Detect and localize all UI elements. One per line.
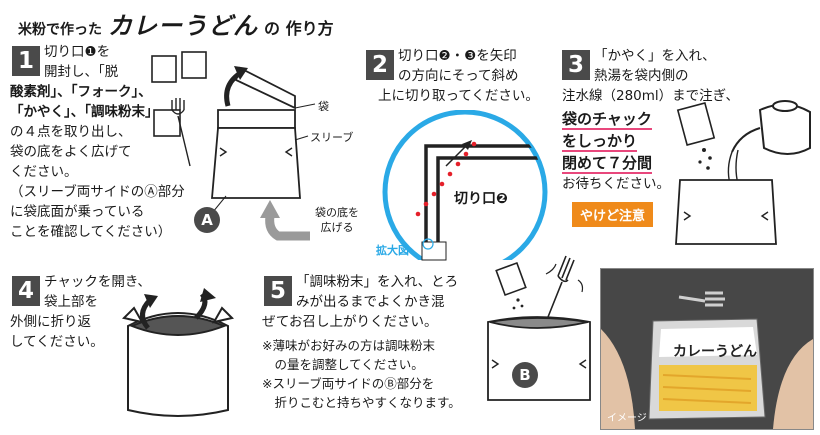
step-3-line: 「かやく」を入れ、 xyxy=(594,48,716,64)
photo-illustration xyxy=(601,269,813,429)
step-2-text: 切り口❷・❸を矢印 の方向にそって斜め xyxy=(398,46,519,86)
kettle-icon xyxy=(731,100,811,155)
step-3-illustration xyxy=(675,100,811,245)
title-prefix: 米粉で作った xyxy=(18,22,102,38)
step-5-line: みが出るまでよくかき混 xyxy=(296,294,445,310)
bag-label: 袋 xyxy=(318,100,329,113)
step-3-line: 熱湯を袋内側の xyxy=(594,68,689,84)
step-1-line: （スリーブ両サイドのⒶ部分 xyxy=(10,184,185,200)
step-1-line: に袋底面が乗っている xyxy=(10,204,145,220)
step-1-line: ください。 xyxy=(10,164,78,180)
marker-b: B xyxy=(512,362,538,388)
step-3-emphasis: 袋のチャック をしっかり 閉めて７分間 xyxy=(562,108,653,174)
step-4-text: チャックを開き、 袋上部を xyxy=(44,272,151,312)
fork-icon xyxy=(678,291,725,307)
step-3-number: 3 xyxy=(562,50,590,80)
emphasis-line: をしっかり xyxy=(562,132,638,152)
step-5-line: 「調味粉末」を入れ、とろ xyxy=(296,274,459,290)
step-4-line: 袋上部を xyxy=(44,294,98,310)
step-2-number: 2 xyxy=(366,50,394,80)
step-4-line: してください。 xyxy=(10,334,104,350)
step-3-line: 注水線（280ml）まで注ぎ、 xyxy=(562,88,739,104)
step-5-line: ぜてお召し上がりください。 xyxy=(262,314,438,330)
step-5-notes: ※薄味がお好みの方は調味粉末 の量を調整してください。 ※スリーブ両サイドのⒷ部… xyxy=(262,336,461,412)
cut-label: 切り口❷ xyxy=(454,191,508,207)
cut-line-dots xyxy=(415,141,477,217)
step-1-text: 切り口❶を 開封し、「脱 xyxy=(44,42,118,82)
fork-icon xyxy=(171,98,191,167)
note-line: の量を調整してください。 xyxy=(262,357,424,372)
step-1-illustration xyxy=(151,51,316,241)
emphasis-line: 閉めて７分間 xyxy=(562,154,653,174)
step-2-line: 上に切り取ってください。 xyxy=(378,88,539,104)
spread-label: 袋の底を 広げる xyxy=(315,206,359,234)
step-4-text-cont: 外側に折り返 してください。 xyxy=(10,312,104,352)
step-3-text: 「かやく」を入れ、 熱湯を袋内側の xyxy=(594,46,716,86)
bag-icon xyxy=(211,66,301,199)
step-5-text: 「調味粉末」を入れ、とろ みが出るまでよくかき混 xyxy=(296,272,458,312)
step-1-line: 「かやく」、「調味粉末」 xyxy=(10,104,159,120)
step-1-number: 1 xyxy=(12,46,40,76)
step-1-line: の４点を取り出し、 xyxy=(10,124,132,140)
folded-bag-icon xyxy=(122,306,234,417)
zoom-label: 拡大図 xyxy=(376,244,409,257)
step-4-line: 外側に折り返 xyxy=(10,314,91,330)
seasoning-packet-icon xyxy=(495,261,527,297)
cut-direction-arrow xyxy=(445,143,469,167)
step-1-text-cont: 酸素剤」、「フォーク」、 「かやく」、「調味粉末」 の４点を取り出し、 袋の底を… xyxy=(10,82,185,242)
emphasis-line: 袋のチャック xyxy=(562,110,652,130)
step-2-line: 切り口❷・❸を矢印 xyxy=(398,48,517,64)
step-3-tail: お待ちください。 xyxy=(562,176,670,192)
burn-warning-badge: やけど注意 xyxy=(572,202,654,227)
step-4-number: 4 xyxy=(12,276,40,306)
step-1-line: ことを確認してください） xyxy=(10,224,172,240)
step-2-text-cont: 上に切り取ってください。 xyxy=(378,86,539,106)
zoom-thumbnail xyxy=(421,238,447,261)
oxygen-absorber-icon xyxy=(151,55,177,83)
title-suffix: の 作り方 xyxy=(264,19,334,38)
sleeve-label: スリーブ xyxy=(310,131,354,144)
bag-icon xyxy=(487,316,591,401)
zoom-circle xyxy=(382,110,548,260)
step-5-illustration xyxy=(487,255,591,401)
step-5-number: 5 xyxy=(264,276,292,306)
step-4-line: チャックを開き、 xyxy=(44,274,151,290)
fork-icon xyxy=(545,255,575,323)
step-2-line: の方向にそって斜め xyxy=(398,68,519,84)
product-name: カレーうどん xyxy=(673,344,757,360)
bag-icon xyxy=(675,179,777,245)
ingredient-packet-icon xyxy=(676,102,716,146)
note-line: ※スリーブ両サイドのⒷ部分を xyxy=(262,376,435,391)
marker-a: A xyxy=(194,207,220,233)
product-photo: カレーうどん イメージ xyxy=(600,268,814,430)
step-1-line: 酸素剤」、「フォーク」、 xyxy=(10,84,152,100)
step-1-line: 開封し、「脱 xyxy=(44,64,119,80)
step-3-text-cont: 注水線（280ml）まで注ぎ、 xyxy=(562,86,739,106)
step-2-zoom-illustration xyxy=(382,110,548,260)
step-1-line: 切り口❶を xyxy=(44,44,111,60)
note-line: ※薄味がお好みの方は調味粉末 xyxy=(262,338,435,353)
page-title: 米粉で作った カレーうどん の 作り方 xyxy=(18,6,334,40)
step-5-text-cont: ぜてお召し上がりください。 xyxy=(262,312,438,332)
note-line: 折りこむと持ちやすくなります。 xyxy=(262,395,461,410)
title-main: カレーうどん xyxy=(108,12,258,40)
photo-caption: イメージ xyxy=(607,413,647,424)
seasoning-packet-icon xyxy=(181,51,207,79)
step-4-illustration xyxy=(122,288,234,417)
step-1-line: 袋の底をよく広げて xyxy=(10,144,132,160)
